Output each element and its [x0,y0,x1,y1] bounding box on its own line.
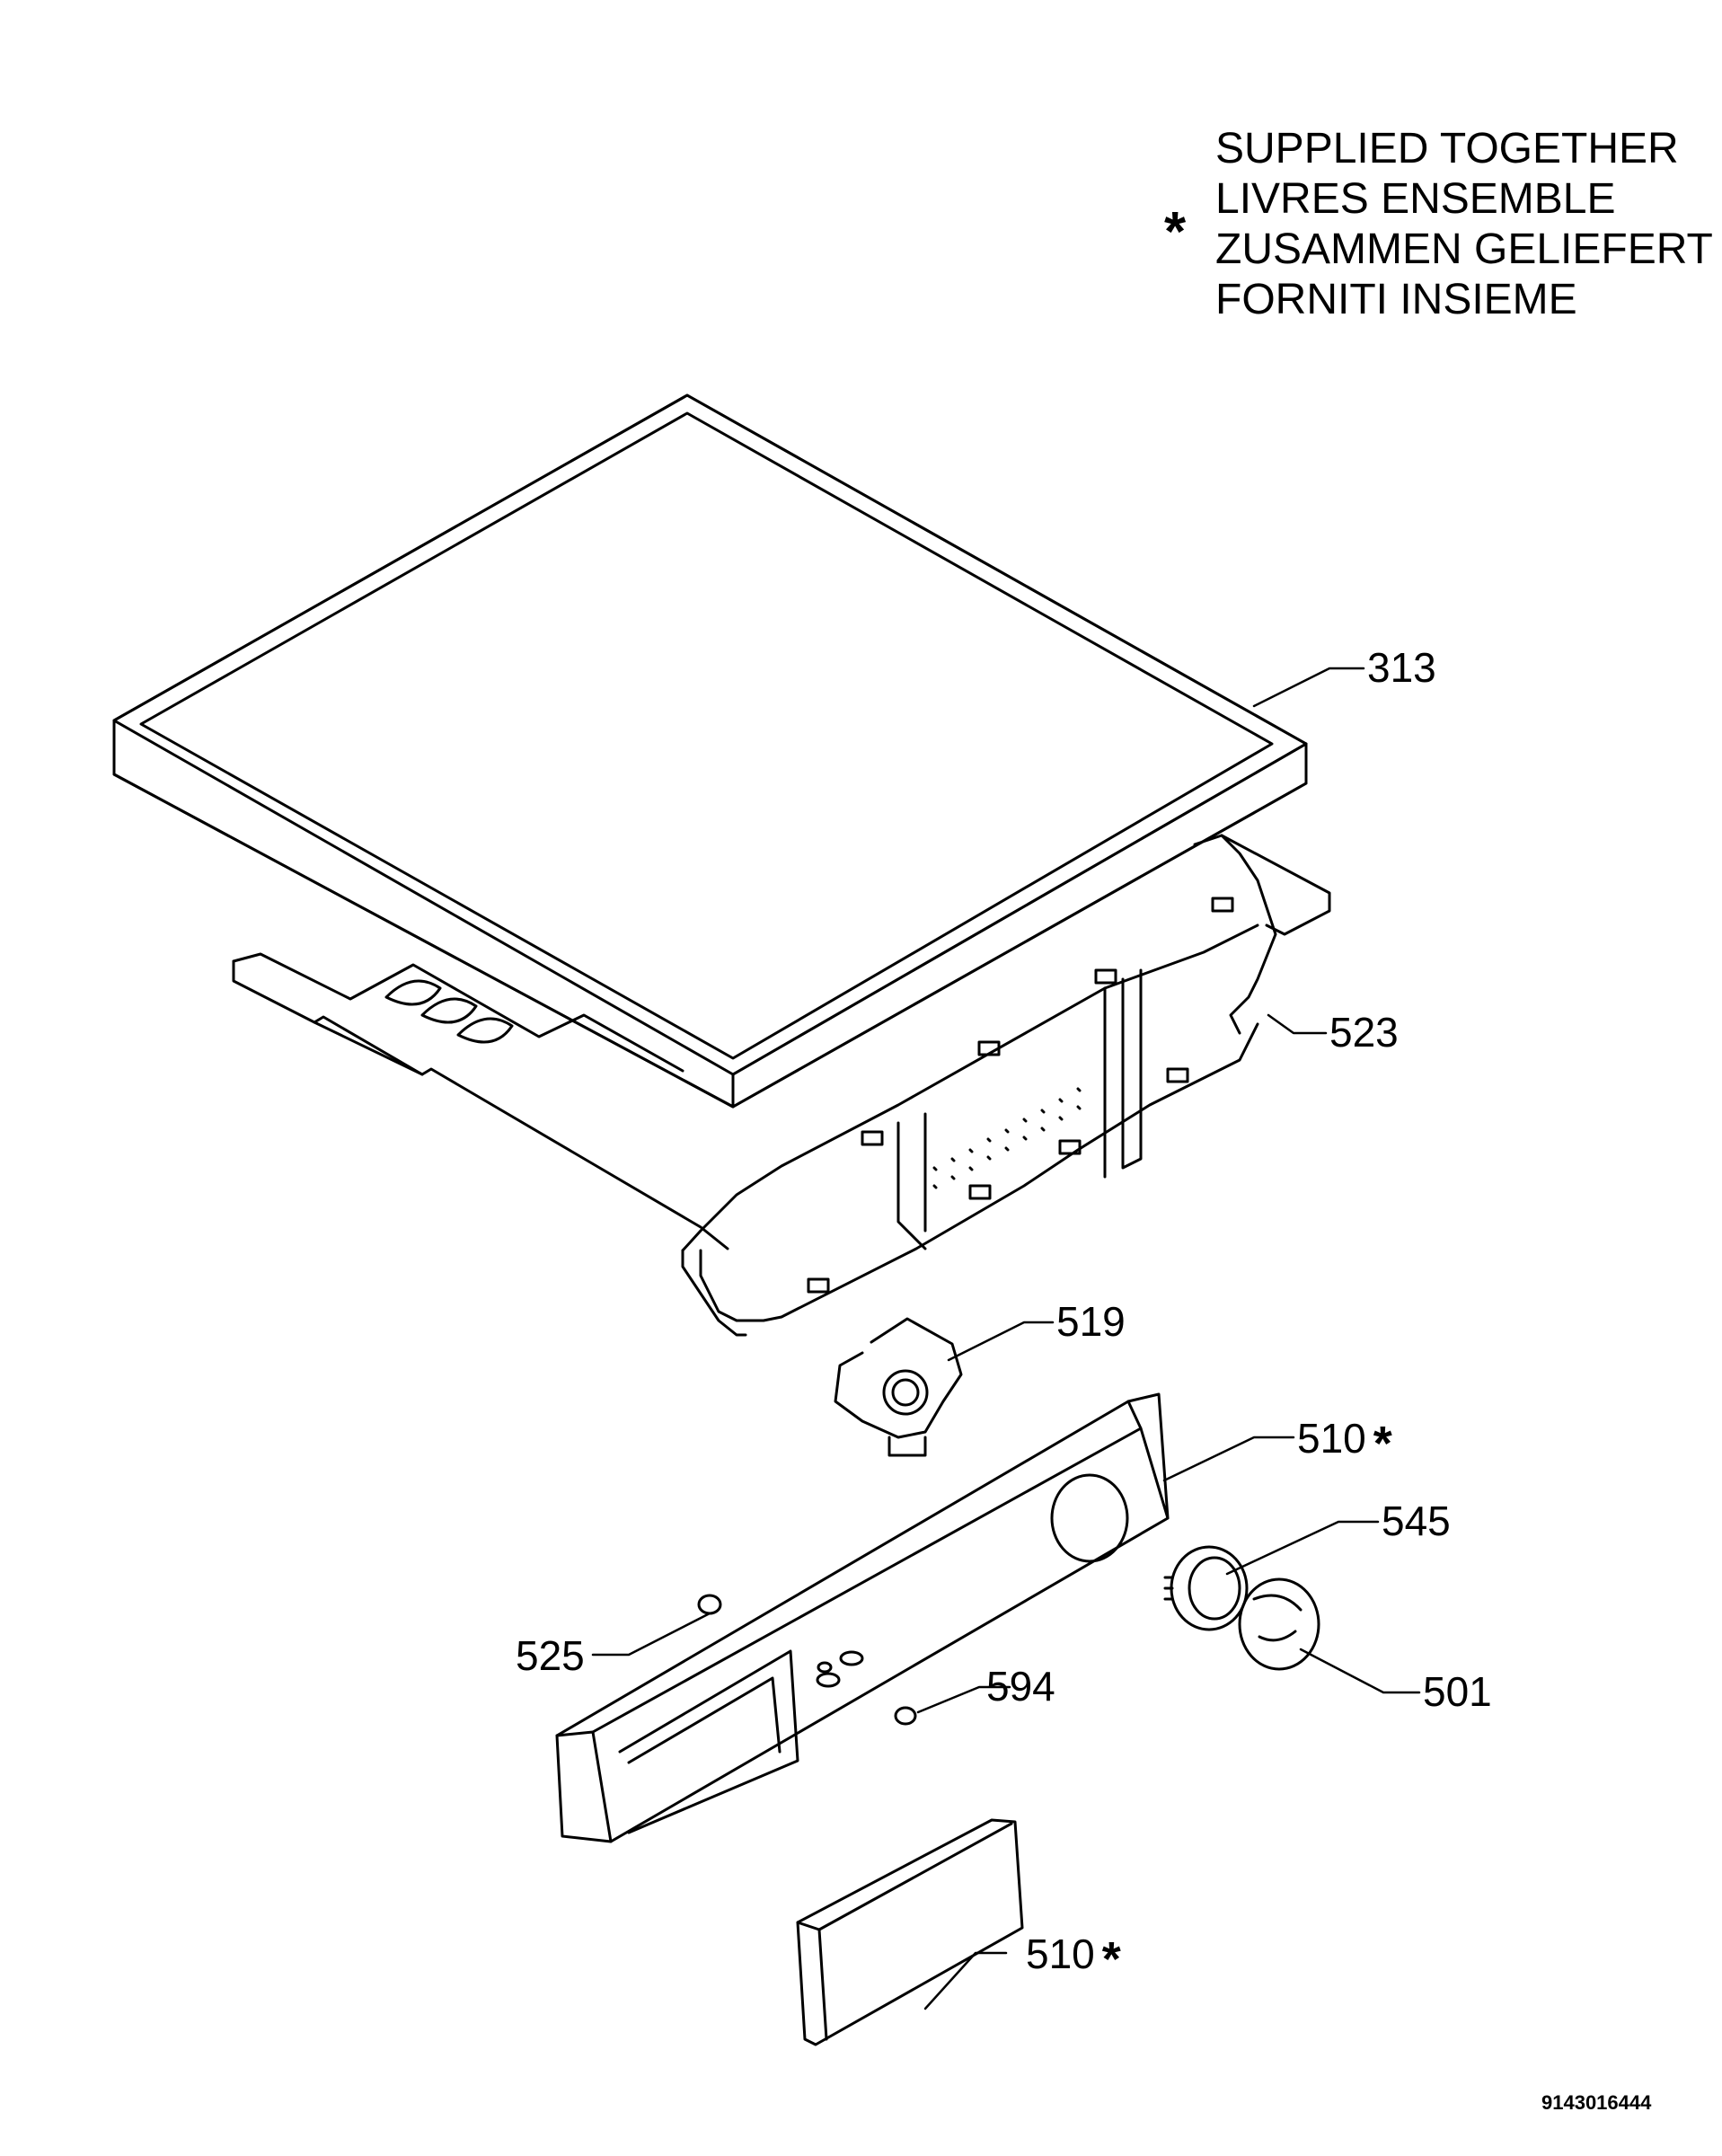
legend-line-it: FORNITI INSIEME [1215,276,1577,323]
part-label-525: 525 [516,1632,585,1679]
selector-545 [1165,1547,1247,1630]
part-label-519: 519 [1056,1298,1126,1345]
drawer-front-510 [798,1820,1022,2045]
top-lid-313 [114,395,1306,1107]
legend-line-fr: LIVRES ENSEMBLE [1215,175,1616,223]
control-panel-510 [557,1394,1168,1842]
supplied-together-legend: SUPPLIED TOGETHER LIVRES ENSEMBLE ZUSAMM… [1215,124,1713,325]
indicator-light-525 [699,1595,720,1613]
panel-frame-523 [234,835,1329,1335]
legend-line-en: SUPPLIED TOGETHER [1215,125,1679,172]
supplied-together-asterisk: * [1373,1417,1392,1471]
part-label-510-drawer: 510* [1026,1931,1121,1986]
bracket-519 [835,1319,961,1455]
supplied-together-asterisk: * [1101,1932,1121,1986]
part-label-545: 545 [1382,1498,1451,1544]
part-label-510-panel: 510* [1297,1415,1392,1471]
part-label-594: 594 [986,1663,1055,1710]
part-label-501: 501 [1423,1668,1492,1715]
legend-line-de: ZUSAMMEN GELIEFERT [1215,225,1713,273]
indicator-light-594 [896,1708,915,1724]
part-label-523: 523 [1329,1009,1399,1056]
leader-lines [593,668,1419,2009]
document-number: 9143016444 [1541,2091,1652,2114]
legend-asterisk: * [1164,201,1187,263]
knob-501 [1240,1579,1319,1669]
part-label-313: 313 [1367,644,1436,691]
